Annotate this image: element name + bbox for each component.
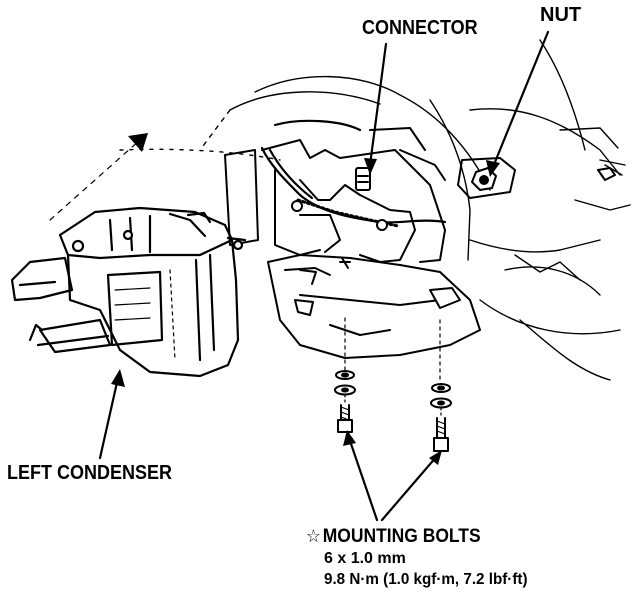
vehicle-body-outline <box>119 39 631 381</box>
bolt-size-spec: 6 x 1.0 mm <box>324 550 406 567</box>
left-condenser-leader <box>98 376 120 460</box>
bolt-torque-spec: 9.8 N·m (1.0 kgf·m, 7.2 lbf·ft) <box>324 571 528 588</box>
nut-label: NUT <box>540 4 582 26</box>
connector-leader <box>368 42 388 167</box>
nut-leader <box>491 30 550 169</box>
left-condenser-unit <box>10 206 247 378</box>
removal-direction-arrow <box>49 133 148 221</box>
mounting-bolts-label: MOUNTING BOLTS <box>322 526 481 547</box>
mounting-bolts-leader-left <box>347 436 379 522</box>
condenser-bracket <box>224 127 446 263</box>
left-condenser-label: LEFT CONDENSER <box>7 462 173 484</box>
mounting-hardware <box>334 317 452 452</box>
leader-lines <box>98 30 550 522</box>
connector-label: CONNECTOR <box>362 17 478 39</box>
lower-mounting-tray <box>267 254 481 359</box>
nut-part <box>457 157 616 199</box>
connector-part <box>291 167 388 231</box>
mounting-bolts-callout: ☆MOUNTING BOLTS 6 x 1.0 mm 9.8 N·m (1.0 … <box>306 527 538 588</box>
mounting-bolts-leader-right <box>380 454 439 522</box>
mounting-bolts-title-line: ☆MOUNTING BOLTS <box>306 527 520 546</box>
star-icon: ☆ <box>306 526 321 546</box>
wiring-harness <box>260 119 447 228</box>
